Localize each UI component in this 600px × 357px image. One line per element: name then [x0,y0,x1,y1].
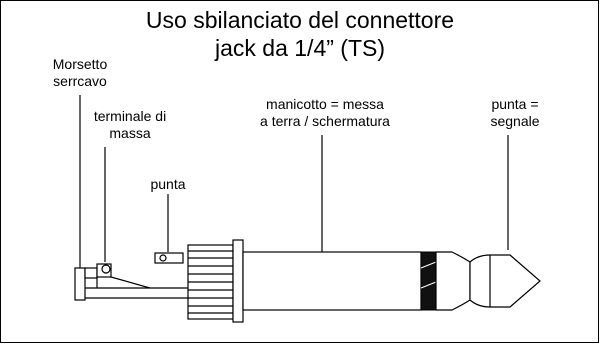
label-tip-signal-line-1: punta = [491,96,539,112]
sleeve-body-shape [242,251,422,311]
label-ground-terminal-line-2: massa [109,124,151,141]
diagram-title: Uso sbilanciato del connettore jack da 1… [0,6,600,62]
rear-shaft-shape [85,276,188,299]
label-ground-terminal-line-1: terminale di [93,108,167,124]
label-tip-terminal: punta [138,176,198,193]
title-line-2: jack da 1/4” (TS) [215,35,385,62]
title-line-1: Uso sbilanciato del connettore [145,7,455,33]
tip-shape [435,251,541,311]
threaded-section-shape [187,244,234,320]
label-cable-clamp: Morsetto serrcavo [35,56,125,89]
flange-shape [232,239,244,323]
label-ground-terminal: terminale di massa [80,108,180,141]
ground-terminal-shape [101,264,111,274]
label-cable-clamp-line-2: serrcavo [53,72,107,89]
label-sleeve-line-2: a terra / schermatura [260,112,390,129]
label-sleeve-line-1: manicotto = messa [266,96,384,112]
label-tip-signal: punta = segnale [470,96,560,129]
label-sleeve-ground-shield: manicotto = messa a terra / schermatura [245,96,405,129]
label-cable-clamp-line-1: Morsetto [52,56,108,72]
insulator-ring-shape [420,251,437,311]
tip-solder-lug-shape [154,252,184,264]
label-tip-terminal-line-1: punta [150,176,186,192]
label-tip-signal-line-2: segnale [490,112,540,129]
